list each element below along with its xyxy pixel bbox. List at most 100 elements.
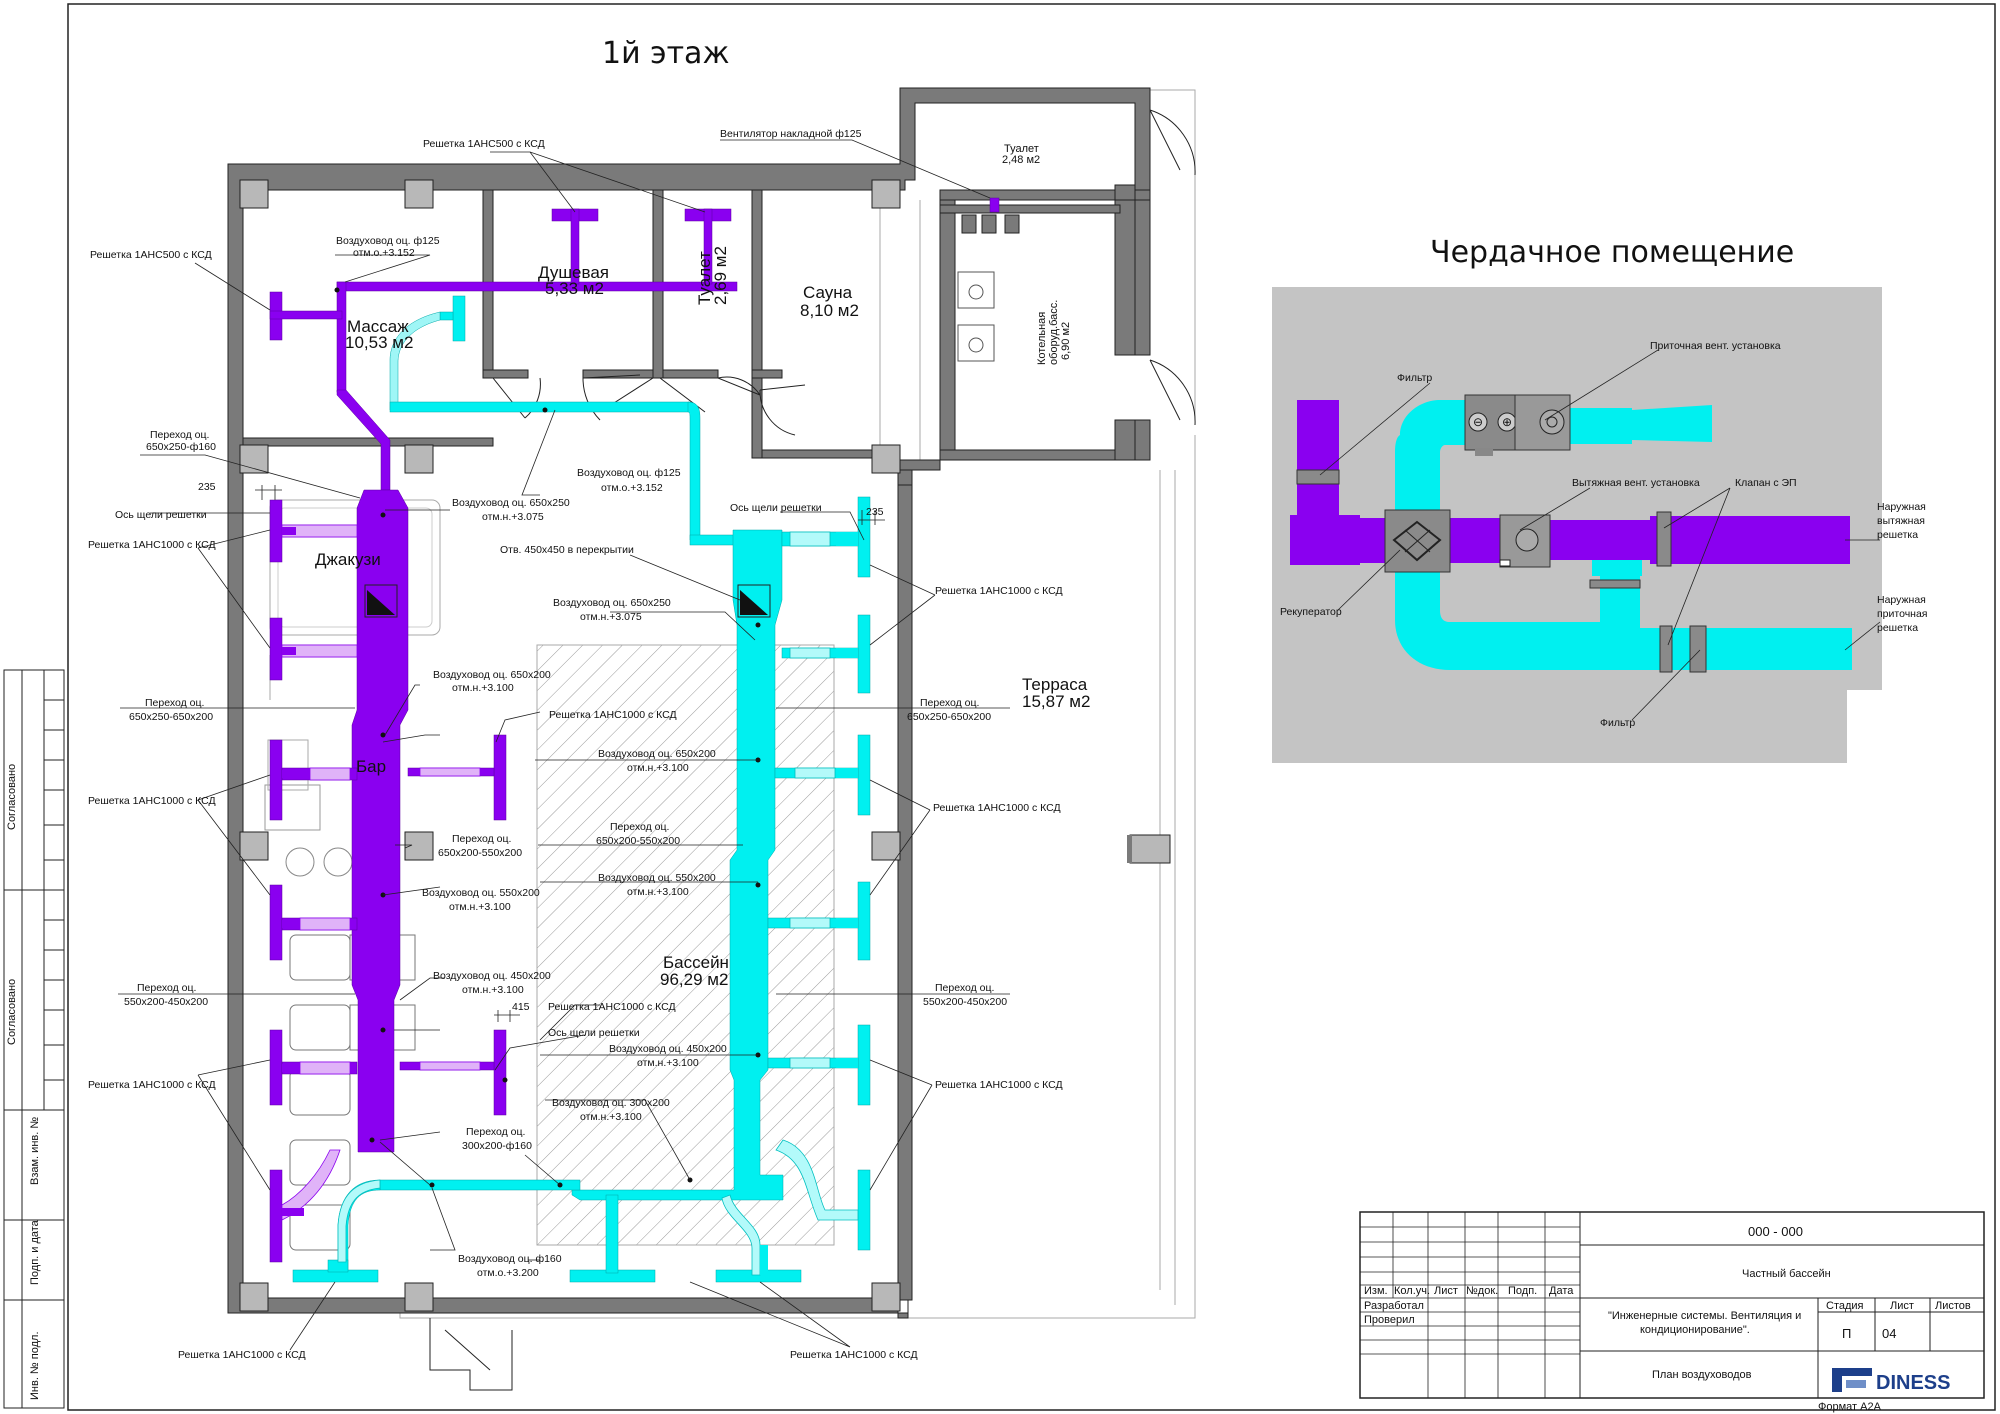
tb-sheet-title: План воздуховодов [1652,1369,1752,1381]
note-grille1000-mid2: Решетка 1АНС1000 с КСД [548,1001,676,1013]
leader-lines [118,139,1010,1351]
tb-developed: Разработал [1364,1300,1424,1312]
note-trans-650-160-1: Переход оц. [150,429,209,441]
note-duct650x250-c-1: Воздуховод оц. 650х250 [553,597,671,609]
attic-filter-top: Фильтр [1397,372,1432,384]
note-trans-left1-1: Переход оц. [145,697,204,709]
note-dim415: 415 [512,1001,530,1013]
tb-format: Формат А2А [1818,1401,1882,1413]
note-trans-left2-1: Переход оц. [137,982,196,994]
note-trans-300-160-1: Переход оц. [466,1126,525,1138]
note-duct125-top-2: отм.о.+3.152 [353,247,415,259]
room-jacuzzi: Джакузи [315,550,381,569]
attic-ext-exhaust-3: решетка [1877,529,1918,541]
room-toilet2: Туалет [695,251,714,305]
room-terrace-area: 15,87 м2 [1022,692,1090,711]
note-duct650x250-p-1: Воздуховод оц. 650х250 [452,497,570,509]
filter-top [1296,469,1340,485]
room-pool: Бассейн [663,953,729,972]
columns [239,179,1171,1312]
room-sauna-area: 8,10 м2 [800,301,859,320]
stamp-sign-date: Подп. и дата [29,1219,41,1285]
note-dim235-right: 235 [866,506,884,518]
note-trans-right2-2: 550х200-450х200 [923,996,1007,1008]
room-toilet-top-area: 2,48 м2 [1002,154,1040,166]
svg-text:⊕: ⊕ [1502,415,1512,429]
note-duct125-mid-1: Воздуховод оц. ф125 [577,467,681,479]
attic-exhaust-unit: Вытяжная вент. установка [1572,477,1700,489]
note-grille1000-right1: Решетка 1АНС1000 с КСД [935,585,1063,597]
floor-title: 1й этаж [602,36,729,71]
tb-checked: Проверил [1364,1314,1415,1326]
filter-bottom [1689,625,1707,673]
diness-logo: DINESS [1825,1358,1975,1394]
attic-ext-exhaust-2: вытяжная [1877,515,1925,527]
valve-1 [1656,511,1672,567]
note-duct450-c-2: отм.н.+3.100 [637,1057,699,1069]
note-grille500-top: Решетка 1АНС500 с КСД [423,138,545,150]
note-dim235-left: 235 [198,481,216,493]
note-slot-axis-mid: Ось щели решетки [548,1027,640,1039]
tb-h-list: Лист [1434,1285,1458,1297]
exhaust-flex-ducts [281,524,481,1221]
tb-h-podp: Подп. [1508,1285,1537,1297]
stamp-inv-replace: Взам. инв. № [29,1117,41,1185]
note-trans-650-550-c-1: Переход оц. [610,821,669,833]
note-trans-right1-2: 650х250-650х200 [907,711,991,723]
note-grille500-left: Решетка 1АНС500 с КСД [90,249,212,261]
note-duct300-2: отм.н.+3.100 [580,1111,642,1123]
tb-sheets-h: Листов [1935,1300,1971,1312]
attic-title: Чердачное помещение [1430,235,1794,270]
note-trans-650-550-p-1: Переход оц. [452,833,511,845]
note-grille1000-bottom1: Решетка 1АНС1000 с КСД [178,1349,306,1361]
note-grille1000-bottom2: Решетка 1АНС1000 с КСД [790,1349,918,1361]
note-duct450-p-2: отм.н.+3.100 [462,984,524,996]
note-duct650x250-p-2: отм.н.+3.075 [482,511,544,523]
note-trans-300-160-2: 300х200-ф160 [462,1140,532,1152]
note-duct650x200-p-1: Воздуховод оц. 650х200 [433,669,551,681]
room-labels: Туалет 2,48 м2 Душевая 5,33 м2 Туалет 2,… [315,143,1090,989]
note-duct550-c-2: отм.н.+3.100 [627,886,689,898]
note-duct650x200-c-1: Воздуховод оц. 650х200 [598,748,716,760]
note-duct450-c-1: Воздуховод оц. 450х200 [609,1043,727,1055]
room-boiler-2: оборуд.басс. [1048,300,1060,365]
stamp-agreed-1: Согласовано [6,764,18,830]
title-block: 000 - 000 Частный бассейн Изм. Кол.уч. Л… [1359,1211,1985,1413]
note-grille1000-left2: Решетка 1АНС1000 с КСД [88,795,216,807]
room-pool-area: 96,29 м2 [660,970,728,989]
room-bar: Бар [356,757,386,776]
annotations: Решетка 1АНС500 с КСД Вентилятор накладн… [88,128,1063,1361]
room-toilet-top: Туалет [1004,143,1039,155]
note-slot-axis-left: Ось щели решетки [115,509,207,521]
note-trans-right1-1: Переход оц. [920,697,979,709]
room-terrace: Терраса [1022,675,1088,694]
note-duct550-p-2: отм.н.+3.100 [449,901,511,913]
note-duct550-c-1: Воздуховод оц. 550х200 [598,872,716,884]
note-trans-left2-2: 550х200-450х200 [124,996,208,1008]
note-trans-left1-2: 650х250-650х200 [129,711,213,723]
room-shower: Душевая [538,263,609,282]
room-massage: Массаж [347,317,409,336]
note-trans-650-550-p-2: 650х200-550х200 [438,847,522,859]
tb-h-data: Дата [1549,1285,1574,1297]
tb-h-ndoc: №док. [1466,1285,1498,1297]
stamp-inv-orig: Инв. № подл. [29,1331,41,1400]
room-sauna: Сауна [803,283,853,302]
note-duct650x250-c-2: отм.н.+3.075 [580,611,642,623]
attic-ext-supply-1: Наружная [1877,594,1926,606]
note-trans-650-550-c-2: 650х200-550х200 [596,835,680,847]
attic-ext-exhaust-1: Наружная [1877,501,1926,513]
note-duct650x200-c-2: отм.н.+3.100 [627,762,689,774]
note-duct550-p-1: Воздуховод оц. 550х200 [422,887,540,899]
tb-code: 000 - 000 [1748,1224,1803,1239]
note-duct650x200-p-2: отм.н.+3.100 [452,682,514,694]
note-slot-axis-right: Ось щели решетки [730,502,822,514]
note-fan: Вентилятор накладной ф125 [720,128,862,140]
note-grille1000-left3: Решетка 1АНС1000 с КСД [88,1079,216,1091]
outer-wall [227,87,1151,1319]
tb-stage: П [1842,1326,1851,1341]
tb-stage-h: Стадия [1826,1300,1864,1312]
note-duct450-p-1: Воздуховод оц. 450х200 [433,970,551,982]
tb-sheet: 04 [1882,1326,1896,1341]
